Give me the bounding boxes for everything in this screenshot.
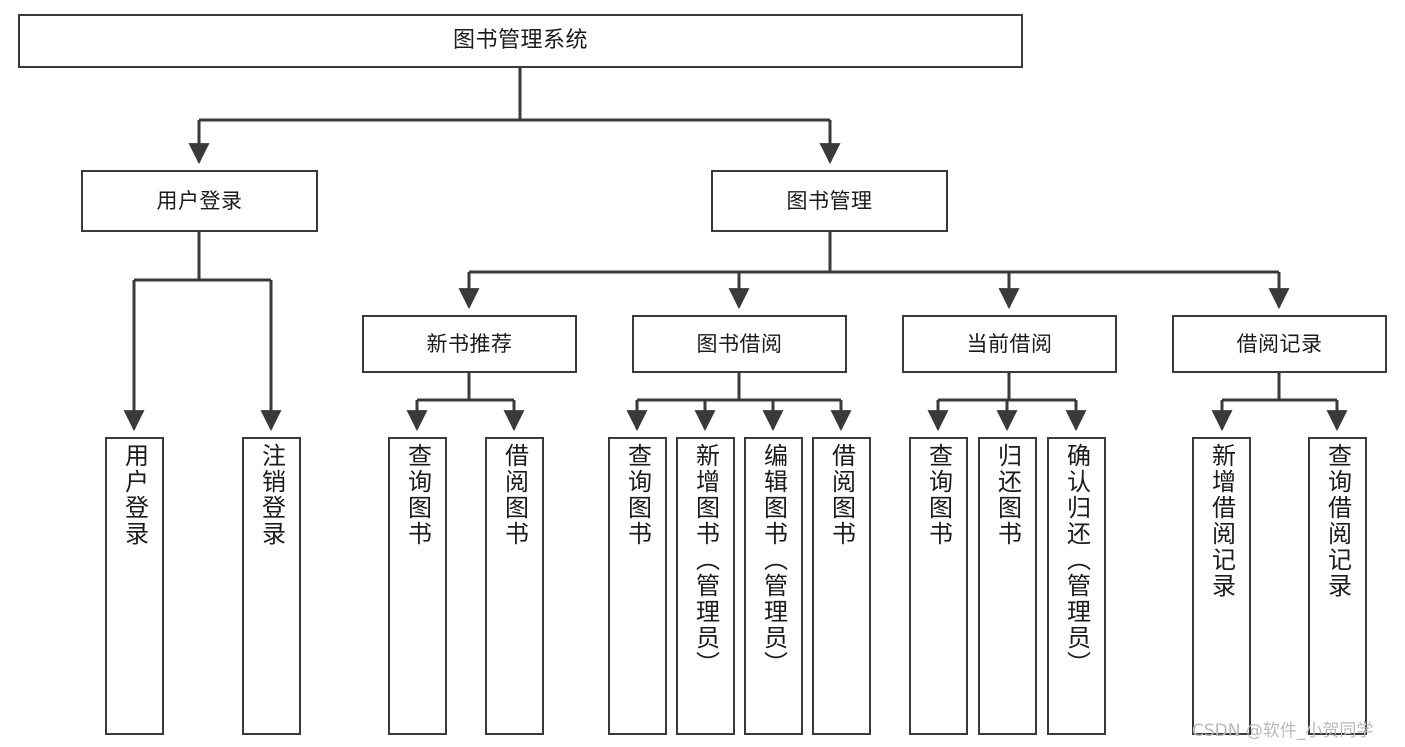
leaf-current-borrow-query[interactable]: 查询图书 (909, 437, 968, 735)
leaf-current-borrow-confirm[interactable]: 确认归还（管理员） (1047, 437, 1106, 735)
leaf-borrow-record-add-label: 新增借阅记录 (1207, 443, 1236, 599)
node-root-system[interactable]: 图书管理系统 (18, 14, 1023, 68)
node-current-borrow-label: 当前借阅 (966, 331, 1053, 356)
leaf-book-borrow-edit[interactable]: 编辑图书（管理员） (744, 437, 803, 735)
leaf-new-book-borrow-label: 借阅图书 (500, 443, 529, 547)
leaf-book-borrow-borrow-label: 借阅图书 (827, 443, 856, 547)
leaf-current-borrow-confirm-label: 确认归还（管理员） (1062, 443, 1091, 677)
leaf-book-borrow-add-label: 新增图书（管理员） (691, 443, 720, 677)
leaf-current-borrow-return[interactable]: 归还图书 (978, 437, 1037, 735)
leaf-borrow-record-add[interactable]: 新增借阅记录 (1192, 437, 1251, 735)
node-new-book-recommend[interactable]: 新书推荐 (362, 315, 577, 373)
leaf-book-borrow-query[interactable]: 查询图书 (608, 437, 667, 735)
leaf-book-borrow-borrow[interactable]: 借阅图书 (812, 437, 871, 735)
node-book-manage-label: 图书管理 (786, 188, 873, 213)
leaf-user-login-login[interactable]: 用户登录 (105, 437, 164, 735)
node-borrow-record-label: 借阅记录 (1236, 331, 1323, 356)
leaf-user-login-logout-label: 注销登录 (257, 443, 286, 547)
node-borrow-record[interactable]: 借阅记录 (1172, 315, 1387, 373)
node-user-login[interactable]: 用户登录 (81, 170, 318, 232)
leaf-current-borrow-query-label: 查询图书 (924, 443, 953, 547)
node-book-borrow[interactable]: 图书借阅 (632, 315, 847, 373)
leaf-new-book-query[interactable]: 查询图书 (388, 437, 447, 735)
leaf-new-book-query-label: 查询图书 (403, 443, 432, 547)
node-current-borrow[interactable]: 当前借阅 (902, 315, 1117, 373)
node-book-borrow-label: 图书借阅 (696, 331, 783, 356)
leaf-borrow-record-query-label: 查询借阅记录 (1323, 443, 1352, 599)
leaf-book-borrow-add[interactable]: 新增图书（管理员） (676, 437, 735, 735)
node-user-login-label: 用户登录 (156, 188, 243, 213)
leaf-user-login-login-label: 用户登录 (120, 443, 149, 547)
node-book-manage[interactable]: 图书管理 (711, 170, 948, 232)
leaf-current-borrow-return-label: 归还图书 (993, 443, 1022, 547)
leaf-book-borrow-edit-label: 编辑图书（管理员） (759, 443, 788, 677)
leaf-book-borrow-query-label: 查询图书 (623, 443, 652, 547)
csdn-watermark: CSDN @软件_小贺同学 (1192, 721, 1374, 741)
leaf-new-book-borrow[interactable]: 借阅图书 (485, 437, 544, 735)
leaf-user-login-logout[interactable]: 注销登录 (242, 437, 301, 735)
node-root-system-label: 图书管理系统 (452, 28, 588, 54)
leaf-borrow-record-query[interactable]: 查询借阅记录 (1308, 437, 1367, 735)
node-new-book-recommend-label: 新书推荐 (426, 331, 513, 356)
